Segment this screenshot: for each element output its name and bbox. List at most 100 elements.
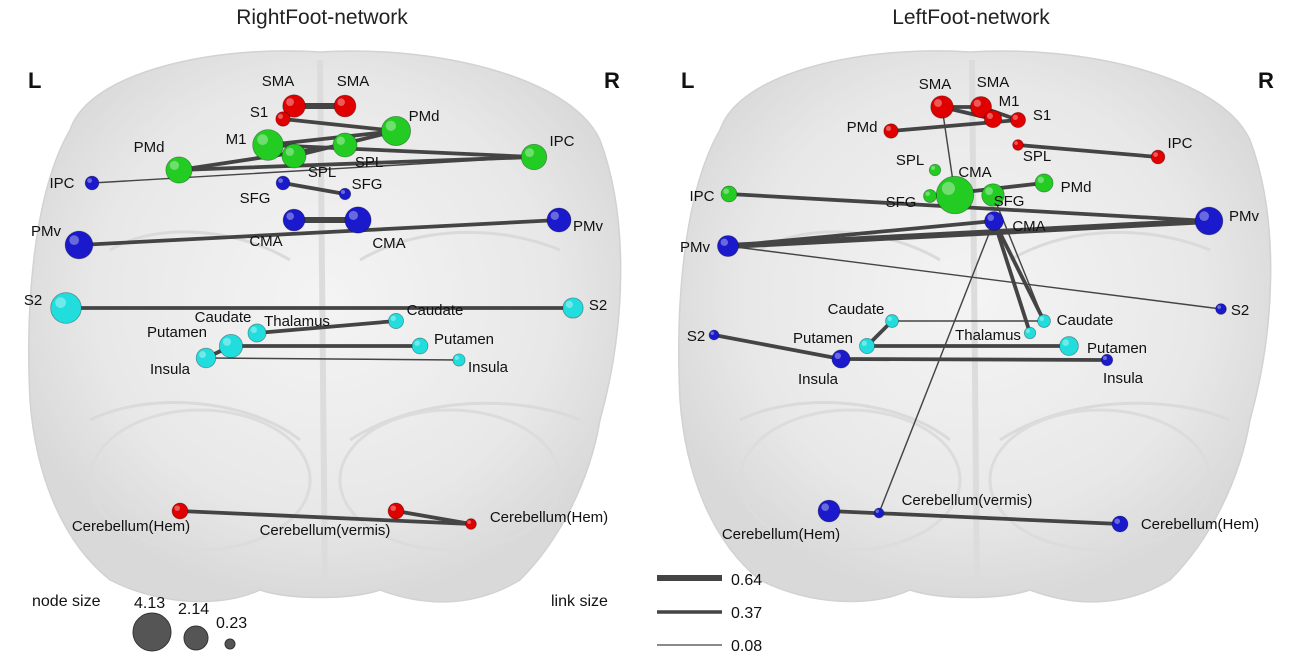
node-highlight (710, 331, 715, 335)
network-node-pmd (165, 156, 193, 184)
node-highlight (1014, 141, 1018, 145)
network-node-s1 (1010, 112, 1026, 128)
node-sphere (831, 349, 851, 369)
node-highlight (348, 210, 358, 221)
node-highlight (69, 235, 79, 245)
network-node-cma (935, 175, 975, 215)
node-label: Cerebellum(Hem) (722, 526, 840, 543)
network-node-sfg (338, 187, 352, 201)
network-node-pmd (1034, 173, 1054, 193)
network-link (394, 509, 473, 526)
network-link (205, 357, 460, 361)
node-label: Caudate (1057, 312, 1114, 329)
node-highlight (934, 99, 942, 107)
node-label: Insula (1103, 370, 1144, 387)
node-sphere (717, 235, 739, 257)
network-node-insula (195, 347, 217, 369)
node-highlight (222, 337, 231, 346)
network-node-cma (984, 211, 1004, 231)
node-sphere (1215, 303, 1227, 315)
node-label: IPC (549, 133, 574, 150)
node-sphere (1034, 173, 1054, 193)
node-size-swatch-large (132, 612, 172, 652)
node-sphere (452, 353, 466, 367)
node-highlight (257, 134, 269, 145)
node-sphere (883, 123, 899, 139)
node-highlight (930, 165, 935, 170)
node-sphere (1111, 515, 1129, 533)
network-node-cerebellum-hem (817, 499, 841, 523)
node-sphere (885, 314, 899, 328)
node-label: Insula (150, 361, 191, 378)
node-label: Putamen (1087, 340, 1147, 357)
node-highlight (199, 351, 206, 358)
node-label: CMA (249, 233, 282, 250)
panel-title-right-foot: RightFoot-network (236, 6, 408, 29)
network-node-sfg (981, 183, 1005, 207)
node-label: Cerebellum(vermis) (902, 492, 1033, 509)
network-node-ipc (1150, 149, 1166, 165)
network-node-caudate (388, 313, 404, 329)
network-node-pmv (1194, 206, 1224, 236)
node-sphere (380, 116, 411, 147)
network-link (992, 219, 1046, 323)
node-highlight (286, 98, 295, 106)
network-node-putamen (218, 333, 244, 359)
node-highlight (1037, 176, 1044, 184)
node-label: Caudate (828, 301, 885, 318)
node-highlight (336, 136, 346, 145)
node-label: S2 (1231, 302, 1249, 319)
node-sphere (84, 175, 100, 191)
network-node-thalamus (247, 323, 267, 343)
node-label: M1 (999, 93, 1020, 110)
node-sphere (935, 175, 975, 215)
link-size-value-medium: 0.37 (731, 605, 762, 622)
node-highlight (941, 181, 955, 195)
node-highlight (875, 509, 880, 513)
link-size-value-thin: 0.08 (731, 638, 762, 655)
network-node-cerebellum-vermis (873, 507, 885, 519)
node-highlight (174, 505, 180, 512)
network-node-ipc (84, 175, 100, 191)
left-hemisphere-marker: L (28, 68, 41, 93)
node-label: Cerebellum(vermis) (260, 522, 391, 539)
node-sphere (859, 338, 875, 354)
node-sphere (983, 109, 1003, 129)
brain-right-panel (678, 50, 1272, 603)
network-node-m1 (983, 109, 1003, 129)
node-highlight (1012, 114, 1019, 120)
network-link (725, 218, 1212, 249)
node-highlight (1062, 339, 1069, 346)
node-label: IPC (1167, 135, 1192, 152)
node-label: Thalamus (955, 327, 1021, 344)
network-node-spl (1012, 139, 1024, 151)
link-size-legend-title: link size (551, 593, 608, 610)
network-node-s2 (1215, 303, 1227, 315)
network-link (266, 143, 536, 159)
node-highlight (390, 505, 397, 512)
node-label: PMv (680, 239, 711, 256)
node-highlight (985, 187, 993, 195)
node-label: PMv (31, 223, 62, 240)
node-sphere (165, 156, 193, 184)
node-size-swatch-small (224, 638, 236, 650)
node-sphere (333, 94, 357, 118)
network-link (281, 117, 398, 133)
network-node-pmd (883, 123, 899, 139)
node-sphere (1037, 314, 1051, 328)
node-label: S2 (687, 328, 705, 345)
network-node-cerebellum-hem (465, 518, 477, 530)
node-label: SFG (240, 190, 271, 207)
network-node-s2 (708, 329, 720, 341)
node-label: SPL (1023, 148, 1051, 165)
node-highlight (1153, 152, 1158, 157)
network-node-s1 (275, 111, 291, 127)
network-link (281, 181, 347, 196)
left-hemisphere-marker: L (681, 68, 694, 93)
node-highlight (861, 340, 868, 346)
network-node-spl (281, 143, 307, 169)
node-sphere (873, 507, 885, 519)
node-sphere (64, 230, 94, 260)
node-sphere (562, 297, 584, 319)
